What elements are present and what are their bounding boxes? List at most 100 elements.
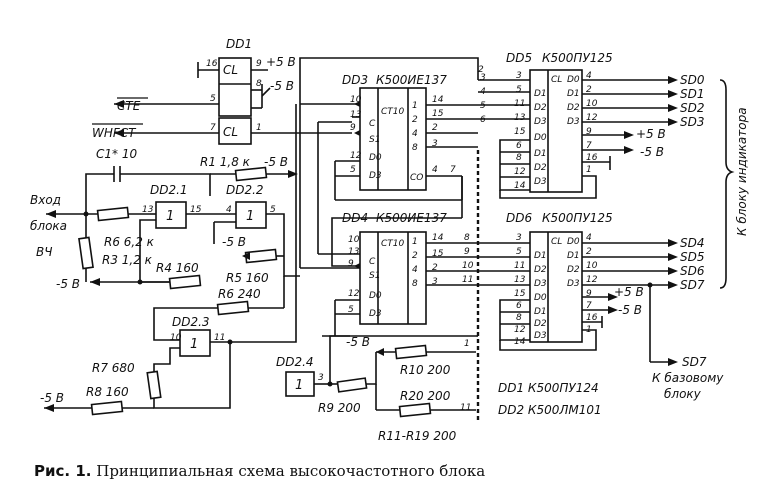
svg-text:15: 15 [432, 109, 444, 119]
svg-text:1: 1 [464, 339, 470, 349]
svg-text:12: 12 [348, 289, 360, 299]
svg-text:D0: D0 [369, 153, 382, 163]
svg-text:D1: D1 [534, 89, 547, 99]
sd2-label: SD2 [680, 101, 705, 115]
svg-text:1: 1 [190, 337, 198, 352]
svg-text:D2: D2 [567, 103, 580, 113]
svg-text:3: 3 [516, 233, 522, 243]
svg-text:16: 16 [586, 313, 598, 323]
dd1-cl-b: CL [223, 125, 238, 139]
svg-text:9: 9 [586, 289, 592, 299]
svg-text:4: 4 [586, 233, 592, 243]
svg-text:D2: D2 [534, 319, 547, 329]
figure-caption: Рис. 1. Принципиальная схема высокочасто… [34, 462, 485, 480]
svg-text:D3: D3 [534, 279, 547, 289]
input-section: Вход блока ВЧ C1* 10 R1 1,8 к -5 В R6 6,… [30, 147, 300, 341]
svg-text:16: 16 [586, 153, 598, 163]
svg-text:12: 12 [514, 167, 526, 177]
svg-text:2: 2 [478, 65, 484, 75]
dd5-part: К500ПУ125 [542, 51, 613, 65]
svg-text:D1: D1 [567, 89, 580, 99]
svg-text:11: 11 [214, 333, 225, 343]
dd1-plus5: +5 В [266, 55, 296, 69]
svg-text:+5 В: +5 В [614, 285, 644, 299]
r9-label: R9 200 [318, 401, 361, 415]
svg-text:2: 2 [412, 115, 418, 125]
svg-text:S1: S1 [369, 135, 380, 145]
svg-text:4: 4 [226, 205, 232, 215]
svg-text:5: 5 [480, 101, 486, 111]
svg-text:15: 15 [514, 127, 526, 137]
caption-label: Рис. 1. [34, 462, 92, 480]
svg-text:15: 15 [432, 249, 444, 259]
dd5-chip: DD5 К500ПУ125 CL D0 D1 D2 D3 D1 D2 D3 D0… [478, 51, 678, 199]
svg-text:9: 9 [464, 247, 470, 257]
svg-text:3: 3 [318, 373, 324, 383]
dd3-part: К500ИЕ137 [376, 73, 447, 87]
svg-text:CL: CL [551, 75, 562, 85]
dd23-label: DD2.3 [172, 315, 210, 329]
svg-text:8: 8 [256, 79, 262, 89]
caption-text: Принципиальная схема высокочастотного бл… [96, 462, 486, 480]
dd4-chip: DD4 К500ИЕ137 CT10 C S1 D0 D3 1 2 4 8 10… [317, 121, 490, 337]
svg-text:D0: D0 [534, 293, 547, 303]
svg-text:1: 1 [586, 325, 592, 335]
sd7-label: SD7 [680, 278, 705, 292]
r8-label: R8 160 [86, 385, 129, 399]
svg-text:1: 1 [295, 378, 303, 393]
to-base-label-1: К базовому [652, 371, 724, 385]
dd24-label: DD2.4 [276, 355, 314, 369]
svg-text:8: 8 [464, 233, 470, 243]
dd21-label: DD2.1 [150, 183, 188, 197]
svg-text:7: 7 [450, 165, 456, 175]
svg-text:4: 4 [412, 129, 418, 139]
r4-label: R4 160 [156, 261, 199, 275]
svg-text:8: 8 [516, 313, 522, 323]
svg-text:10: 10 [586, 261, 598, 271]
svg-text:3: 3 [432, 277, 438, 287]
svg-text:D3: D3 [567, 279, 580, 289]
svg-text:5: 5 [210, 94, 216, 104]
svg-text:8: 8 [412, 279, 418, 289]
dd22-label: DD2.2 [226, 183, 264, 197]
to-base-label-2: блоку [664, 387, 702, 401]
svg-text:D1: D1 [534, 307, 547, 317]
input-label-2: блока [30, 219, 67, 233]
svg-text:2: 2 [432, 123, 438, 133]
sd6-label: SD6 [680, 264, 705, 278]
svg-text:C: C [369, 257, 376, 267]
sd-outputs: SD0 SD1 SD2 SD3 SD4 SD5 SD6 SD7 К блоку … [647, 73, 749, 401]
svg-text:CL: CL [551, 237, 562, 247]
svg-text:D1: D1 [567, 251, 580, 261]
dd6-chip: DD6 К500ПУ125 CL D0 D1 D2 D3 D1 D2 D3 D0… [490, 211, 678, 351]
svg-text:1: 1 [412, 101, 418, 111]
sd1-label: SD1 [680, 87, 705, 101]
svg-text:15: 15 [190, 205, 202, 215]
dd23-section: 1 DD2.3 10 11 R7 680 -5 В R8 160 [40, 104, 297, 416]
svg-text:3: 3 [516, 71, 522, 81]
svg-text:16: 16 [206, 59, 218, 69]
svg-text:3: 3 [480, 73, 486, 83]
svg-text:5: 5 [348, 305, 354, 315]
svg-text:10: 10 [170, 333, 182, 343]
svg-text:12: 12 [586, 113, 598, 123]
svg-text:CT10: CT10 [381, 239, 405, 249]
svg-text:2: 2 [412, 251, 418, 261]
sd5-label: SD5 [680, 250, 705, 264]
r6b-label: R6 240 [218, 287, 261, 301]
svg-text:14: 14 [432, 233, 444, 243]
input-label-1: Вход [30, 193, 61, 207]
svg-text:-5 В: -5 В [56, 277, 80, 291]
svg-text:D3: D3 [534, 177, 547, 187]
r20-label: R20 200 [400, 389, 451, 403]
dd5-label: DD5 [506, 51, 532, 65]
svg-text:11: 11 [460, 403, 471, 413]
svg-text:4: 4 [432, 165, 438, 175]
svg-text:D2: D2 [534, 103, 547, 113]
svg-text:12: 12 [586, 275, 598, 285]
svg-text:1: 1 [256, 123, 262, 133]
svg-text:2: 2 [586, 85, 592, 95]
svg-text:6: 6 [480, 115, 486, 125]
svg-text:11: 11 [514, 99, 525, 109]
